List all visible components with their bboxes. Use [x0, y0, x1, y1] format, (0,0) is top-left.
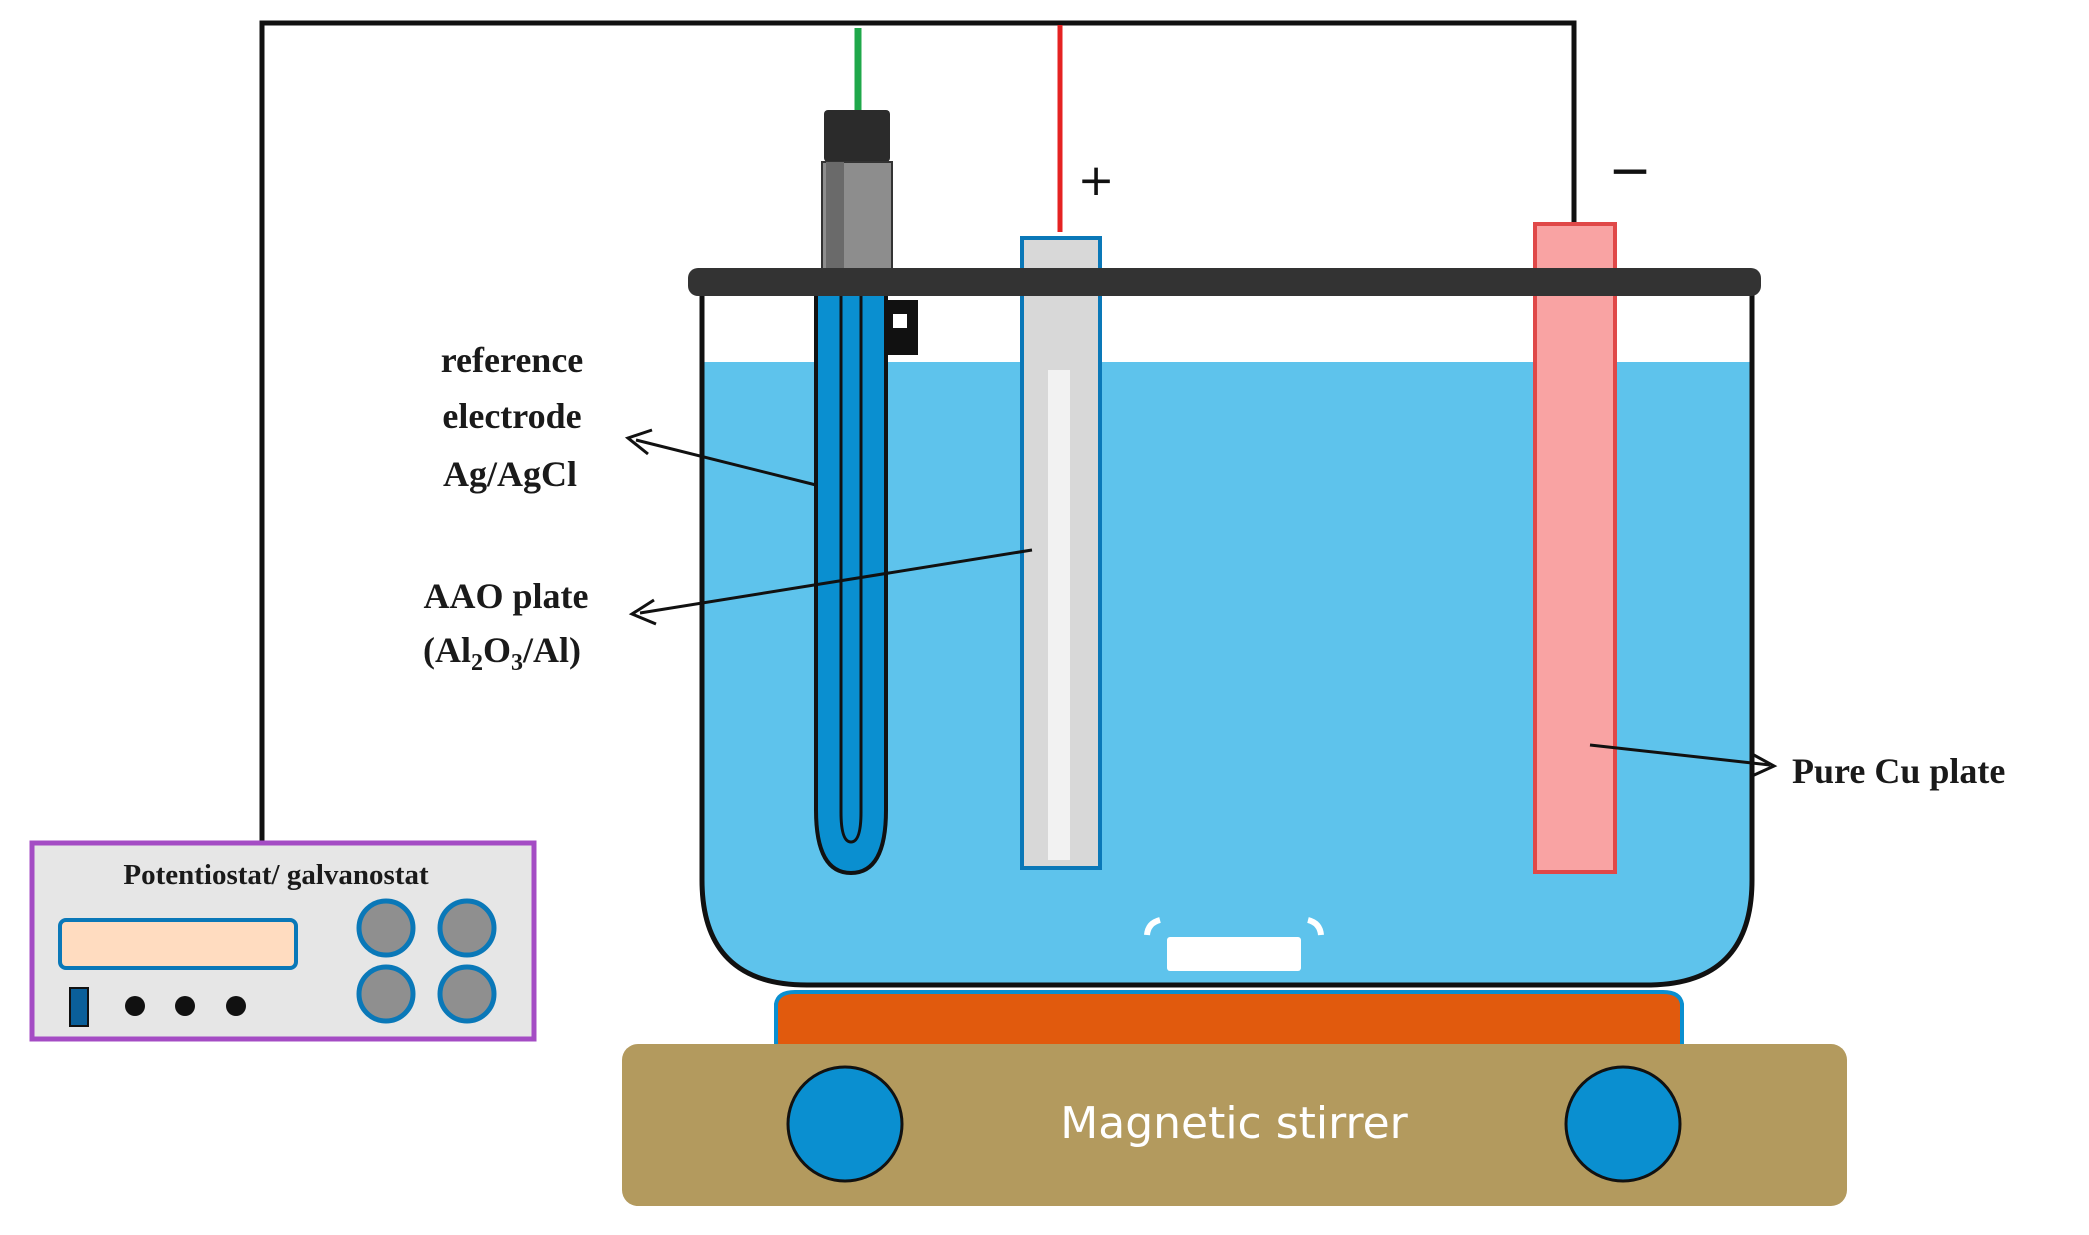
potentiostat-dot-3 [226, 996, 246, 1016]
aao-label-line1: AAO plate [424, 576, 589, 616]
minus-sign: − [1608, 141, 1652, 201]
magnetic-stirrer-base [622, 1044, 1847, 1206]
potentiostat-knob-4 [437, 964, 497, 1024]
potentiostat-switch [69, 987, 89, 1027]
cu-plate [1533, 222, 1617, 874]
aao-plate-highlight [1048, 370, 1070, 860]
beaker-outline [699, 285, 1755, 988]
reference-electrode-cap [824, 110, 890, 162]
reference-label-line2: electrode [442, 396, 581, 436]
black-wire-counter [259, 20, 1577, 843]
aao-label-line2: (Al2O3/Al) [423, 630, 581, 676]
stir-bar [1167, 937, 1301, 971]
aao-arrow [628, 548, 1033, 626]
potentiostat-label: Potentiostat/ galvanostat [123, 859, 429, 891]
stirrer-knob-right [1564, 1065, 1682, 1183]
stir-bar-arc-left [1144, 917, 1161, 936]
cu-plate-label: Pure Cu plate [1792, 751, 2005, 791]
potentiostat-dot-1 [125, 996, 145, 1016]
beaker-lid [688, 268, 1761, 296]
reference-electrode-clip-slot [893, 314, 907, 328]
reference-arrow [624, 428, 817, 487]
reference-electrode-inner-wire [839, 290, 863, 844]
magnetic-stirrer-label: Magnetic stirrer [1060, 1098, 1408, 1149]
potentiostat-knob-3 [356, 964, 416, 1024]
potentiostat-display [58, 918, 298, 970]
potentiostat-knob-2 [437, 898, 497, 958]
hotplate-top [774, 990, 1684, 1048]
cu-arrow [1589, 743, 1778, 778]
reference-electrode-body-shade [826, 162, 844, 270]
potentiostat-knob-1 [356, 898, 416, 958]
plus-sign: + [1078, 155, 1115, 206]
beaker-solution [702, 362, 1752, 985]
stirrer-knob-left [786, 1065, 904, 1183]
potentiostat-dot-2 [175, 996, 195, 1016]
reference-label-line1: reference [441, 340, 584, 380]
reference-label-line3: Ag/AgCl [443, 454, 577, 494]
stir-bar-arc-right [1307, 917, 1324, 936]
